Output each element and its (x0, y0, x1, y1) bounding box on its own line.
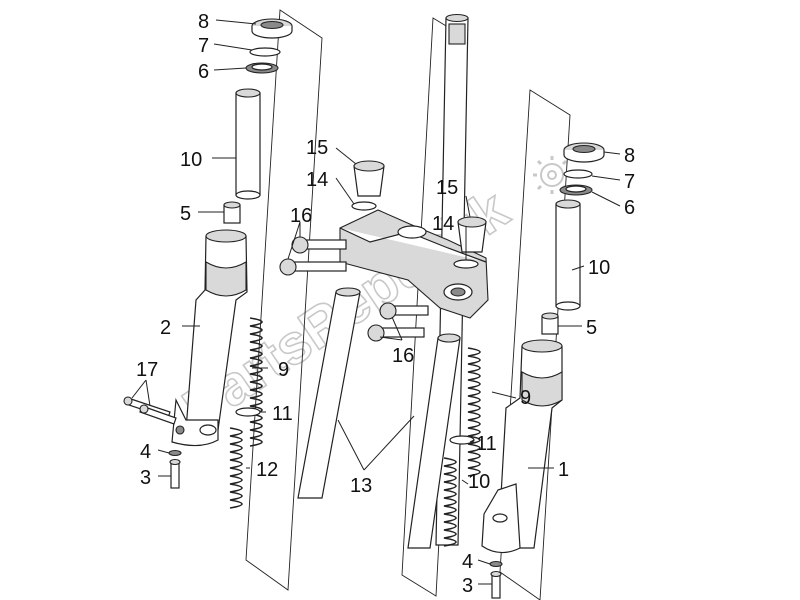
callout-4-right: 4 (462, 551, 473, 573)
bush-right (541, 312, 559, 335)
callout-15-left: 15 (306, 137, 328, 159)
callout-12: 12 (256, 459, 278, 481)
outer-tube-13 (297, 287, 461, 549)
washer-right (489, 560, 503, 568)
callout-3-right: 3 (462, 575, 473, 597)
spring-9-right (467, 347, 481, 477)
spring-10-right (443, 457, 457, 547)
damper-tube-right (555, 199, 581, 311)
callout-8-right: 8 (624, 145, 635, 167)
callout-7-left: 7 (198, 35, 209, 57)
callout-16-upper: 16 (290, 205, 312, 227)
callout-9-left: 9 (278, 359, 289, 381)
steering-tube-assembly (279, 13, 489, 549)
callout-13: 13 (350, 475, 372, 497)
callout-15-right: 15 (436, 177, 458, 199)
callout-17: 17 (136, 359, 158, 381)
callout-labels: 8 7 6 10 5 2 17 4 3 9 11 12 15 14 16 15 … (136, 11, 635, 597)
bolt-left (169, 458, 181, 489)
callout-4-left: 4 (140, 441, 151, 463)
callout-11-right: 11 (476, 433, 497, 455)
callout-9-right: 9 (520, 387, 531, 409)
bush-15-left (353, 160, 385, 197)
callout-3-left: 3 (140, 467, 151, 489)
callout-14-left: 14 (306, 169, 328, 191)
spring-9-left (249, 317, 263, 447)
washer-left (168, 449, 182, 457)
fork-slider-right (481, 339, 563, 554)
bolt-right (490, 570, 502, 599)
o-ring-right (563, 169, 593, 179)
leader-lines (131, 19, 621, 585)
cap-right (563, 142, 605, 163)
o-ring-14-left (351, 201, 377, 211)
callout-1: 1 (558, 459, 569, 481)
callout-16-lower: 16 (392, 345, 414, 367)
seal-right (559, 184, 593, 196)
washer-11-left (235, 407, 261, 417)
callout-5-right: 5 (586, 317, 597, 339)
callout-7-right: 7 (624, 171, 635, 193)
seal-left (245, 62, 279, 74)
bush-15-right (457, 216, 487, 253)
callout-8-left: 8 (198, 11, 209, 33)
spring-12-left (229, 427, 243, 509)
damper-tube-left (235, 88, 261, 200)
callout-6-left: 6 (198, 61, 209, 83)
washer-11-right (449, 435, 475, 445)
cap-left (251, 18, 293, 39)
right-fork-leg (443, 142, 605, 599)
screws-17 (123, 396, 177, 425)
callout-10-right: 10 (588, 257, 610, 279)
callout-11-left: 11 (272, 403, 293, 425)
callout-10-spring: 10 (468, 471, 490, 493)
fork-slider-left (171, 229, 248, 447)
callout-2: 2 (160, 317, 171, 339)
o-ring-14-right (453, 259, 479, 269)
bush-left (223, 201, 241, 224)
o-ring-left (249, 47, 281, 57)
left-fork-leg (123, 18, 293, 509)
watermark-gear-icon (533, 156, 571, 194)
callout-14-right: 14 (432, 213, 454, 235)
callout-5-left: 5 (180, 203, 191, 225)
bolts-16-upper (279, 236, 347, 276)
callout-6-right: 6 (624, 197, 635, 219)
callout-10-left: 10 (180, 149, 202, 171)
